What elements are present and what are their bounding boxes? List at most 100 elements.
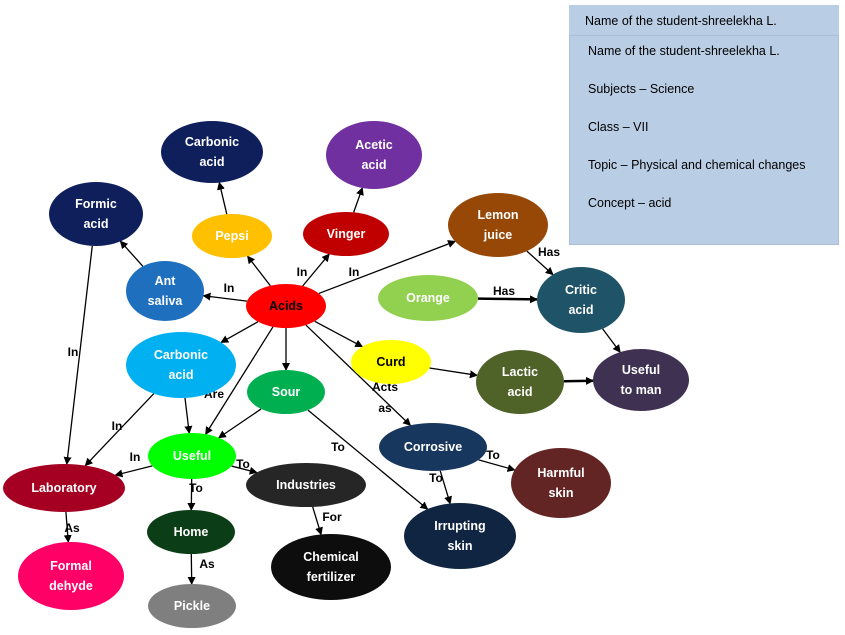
edge-pepsi-to-carbonic_top <box>217 181 228 215</box>
node-lactic-text-1: Lactic <box>502 365 538 379</box>
node-harmful-text-1: Harmful <box>537 466 584 480</box>
info-header: Name of the student-shreelekha L. <box>585 14 777 28</box>
node-vinger-shape <box>303 212 389 256</box>
node-pepsi-shape <box>192 214 272 258</box>
edge-acids-to-pepsi <box>247 255 271 287</box>
edge-label-acids-to-corrosive-part2: as <box>378 401 392 415</box>
edges-layer <box>63 181 621 586</box>
node-pepsi-text-1: Pepsi <box>215 229 248 243</box>
edge-formic-to-laboratory <box>63 245 93 466</box>
node-acids: Acids <box>246 284 326 328</box>
node-irrupting-text-1: Irrupting <box>434 519 485 533</box>
edge-acids-to-ant_saliva <box>202 292 248 302</box>
edge-label-home-to-pickle: As <box>199 557 215 571</box>
node-useful-shape <box>148 433 236 479</box>
node-formic-text-2: acid <box>83 217 108 231</box>
node-chemical-text-2: fertilizer <box>307 570 356 584</box>
edge-orange-to-critic <box>477 295 539 304</box>
edge-laboratory-to-formal <box>63 511 72 544</box>
edge-critic-to-useful_man <box>602 328 621 353</box>
edge-lemon-to-critic <box>526 250 554 276</box>
node-industries-shape <box>246 463 366 507</box>
node-lemon: Lemon juice <box>448 193 548 257</box>
node-carbonic-top-text-2: acid <box>199 155 224 169</box>
edge-vinger-to-acetic <box>353 187 364 213</box>
node-acetic-shape <box>326 121 422 189</box>
edge-acids-to-useful <box>205 326 274 435</box>
node-home-shape <box>147 510 235 554</box>
edge-useful-to-laboratory <box>114 465 153 478</box>
edge-corrosive-to-irrupting <box>439 470 452 505</box>
info-line-subject: Subjects – Science <box>588 82 695 96</box>
node-useful-text-1: Useful <box>173 449 211 463</box>
node-curd-shape <box>351 340 431 384</box>
edge-label-acids-to-ant_saliva: In <box>224 281 235 295</box>
node-laboratory-text-1: Laboratory <box>31 481 96 495</box>
node-carbonic-mid: Carbonic acid <box>126 332 236 398</box>
node-vinger: Vinger <box>303 212 389 256</box>
node-carbonic-mid-shape <box>126 332 236 398</box>
edge-label-orange-to-critic: Has <box>493 284 515 298</box>
node-useful-man-text-2: to man <box>621 383 662 397</box>
edge-carbonic_mid-to-useful <box>184 397 193 435</box>
node-formic-shape <box>49 182 143 246</box>
node-useful-man-shape <box>593 349 689 411</box>
edge-label-industries-to-chemical: For <box>322 510 342 524</box>
node-sour: Sour <box>247 370 325 414</box>
node-laboratory-shape <box>3 464 125 512</box>
node-carbonic-mid-text-2: acid <box>168 368 193 382</box>
node-carbonic-mid-text-1: Carbonic <box>154 348 208 362</box>
node-harmful-text-2: skin <box>548 486 573 500</box>
node-pickle-shape <box>148 584 236 628</box>
node-critic-text-1: Critic <box>565 283 597 297</box>
edge-ant_saliva-to-formic <box>119 240 144 267</box>
edge-label-corrosive-to-irrupting: To <box>429 471 443 485</box>
edge-label-acids-to-lemon: In <box>349 265 360 279</box>
edge-label-useful-to-laboratory: In <box>130 450 141 464</box>
edge-label-sour-to-irrupting: To <box>331 440 345 454</box>
node-harmful-shape <box>511 448 611 518</box>
node-acids-text-1: Acids <box>269 299 303 313</box>
node-acetic-text-2: acid <box>361 158 386 172</box>
edge-curd-to-lactic <box>429 367 478 379</box>
node-lemon-text-2: juice <box>483 228 513 242</box>
node-critic-shape <box>537 267 625 333</box>
node-chemical-text-1: Chemical <box>303 550 359 564</box>
node-ant-saliva-shape <box>126 261 204 321</box>
info-line-student: Name of the student-shreelekha L. <box>588 44 780 58</box>
edge-industries-to-chemical <box>312 506 323 536</box>
node-curd-text-1: Curd <box>376 355 405 369</box>
node-industries: Industries <box>246 463 366 507</box>
node-irrupting-text-2: skin <box>447 539 472 553</box>
node-lemon-text-1: Lemon <box>478 208 519 222</box>
node-vinger-text-1: Vinger <box>327 227 366 241</box>
edge-acids-to-lemon <box>318 240 457 295</box>
edge-label-lemon-to-critic: Has <box>538 245 560 259</box>
node-chemical: Chemical fertilizer <box>271 534 391 600</box>
edge-acids-to-corrosive <box>305 324 412 426</box>
node-corrosive-shape <box>379 423 487 471</box>
node-sour-text-1: Sour <box>272 385 301 399</box>
node-critic-text-2: acid <box>568 303 593 317</box>
edge-corrosive-to-harmful <box>478 459 516 472</box>
edge-label-useful-to-industries: To <box>236 457 250 471</box>
node-sour-shape <box>247 370 325 414</box>
info-line-topic: Topic – Physical and chemical changes <box>588 158 806 172</box>
node-formal-text-1: Formal <box>50 559 92 573</box>
node-laboratory: Laboratory <box>3 464 125 512</box>
info-line-concept: Concept – acid <box>588 196 672 210</box>
info-line-class: Class – VII <box>588 120 649 134</box>
edge-useful-to-industries <box>231 465 258 475</box>
node-useful: Useful <box>148 433 236 479</box>
edge-carbonic_mid-to-laboratory <box>84 393 155 467</box>
node-home: Home <box>147 510 235 554</box>
node-corrosive: Corrosive <box>379 423 487 471</box>
node-orange-text-1: Orange <box>406 291 450 305</box>
